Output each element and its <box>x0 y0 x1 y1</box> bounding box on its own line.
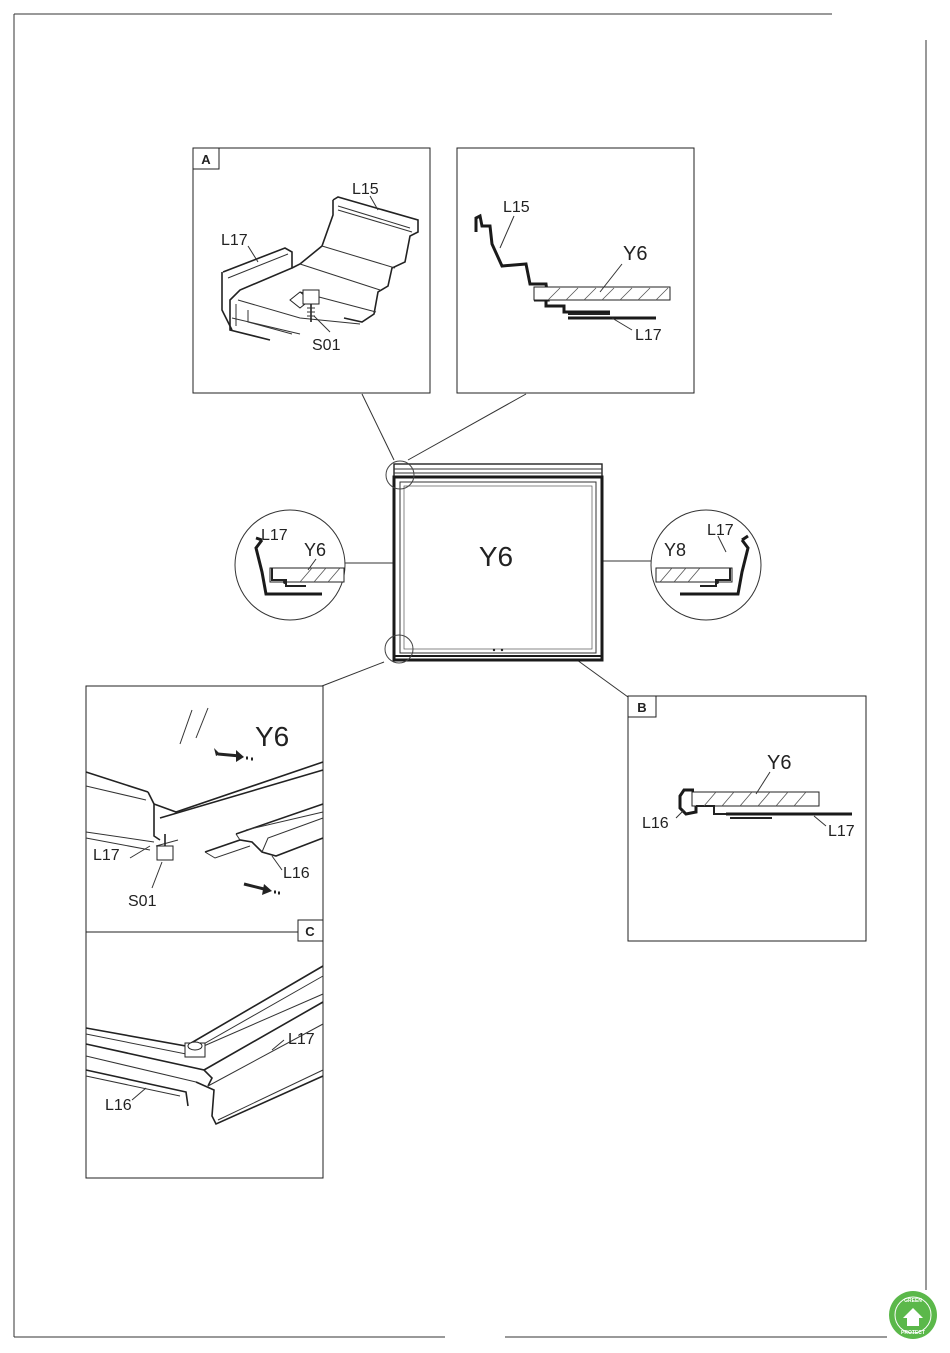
detail-b-label-panel: Y6 <box>767 752 791 774</box>
detail-lower-left-label-panel: Y6 <box>255 721 289 752</box>
detail-a-label-left: L17 <box>221 232 248 249</box>
detail-a-section-label-rail: L15 <box>503 199 530 216</box>
left-circle-label-rail: L17 <box>261 527 288 544</box>
detail-b-tag: B <box>637 700 646 715</box>
detail-c-tag: C <box>305 924 315 939</box>
green-protect-logo: GREEN PROTECT <box>889 1291 937 1339</box>
logo-text-top: GREEN <box>904 1298 922 1304</box>
detail-lower-left-label-rail-right: L16 <box>283 865 310 882</box>
right-circle-detail: L17 Y8 <box>651 510 761 620</box>
detail-lower-left-label-bolt: S01 <box>128 893 157 910</box>
logo-text-bottom: PROTECT <box>901 1330 925 1336</box>
right-circle-label-panel: Y8 <box>664 540 686 560</box>
detail-lower-left-box: Y6 L17 S01 L16 <box>86 686 323 932</box>
detail-b-label-rail-right: L17 <box>828 823 855 840</box>
detail-a-box: A L15 L17 S01 <box>193 148 430 393</box>
detail-lower-left-label-rail-left: L17 <box>93 847 120 864</box>
left-circle-label-panel: Y6 <box>304 540 326 560</box>
left-circle-detail: L17 Y6 <box>235 510 345 620</box>
detail-c-box: C L17 L16 <box>86 920 323 1178</box>
detail-b-label-rail-left: L16 <box>642 815 669 832</box>
detail-a-label-top: L15 <box>352 181 379 198</box>
detail-a-section-label-panel: Y6 <box>623 243 647 265</box>
main-panel: Y6 <box>385 461 602 663</box>
detail-c-label-rail-bottom: L16 <box>105 1097 132 1114</box>
detail-a-section-label-bottom: L17 <box>635 327 662 344</box>
detail-b-box: B Y6 L16 L17 <box>628 696 866 941</box>
right-circle-label-rail: L17 <box>707 522 734 539</box>
detail-a-section-box: L15 Y6 L17 <box>457 148 694 393</box>
detail-a-tag: A <box>201 152 211 167</box>
detail-a-label-bolt: S01 <box>312 337 341 354</box>
detail-c-label-rail-top: L17 <box>288 1031 315 1048</box>
main-panel-label: Y6 <box>479 541 513 572</box>
